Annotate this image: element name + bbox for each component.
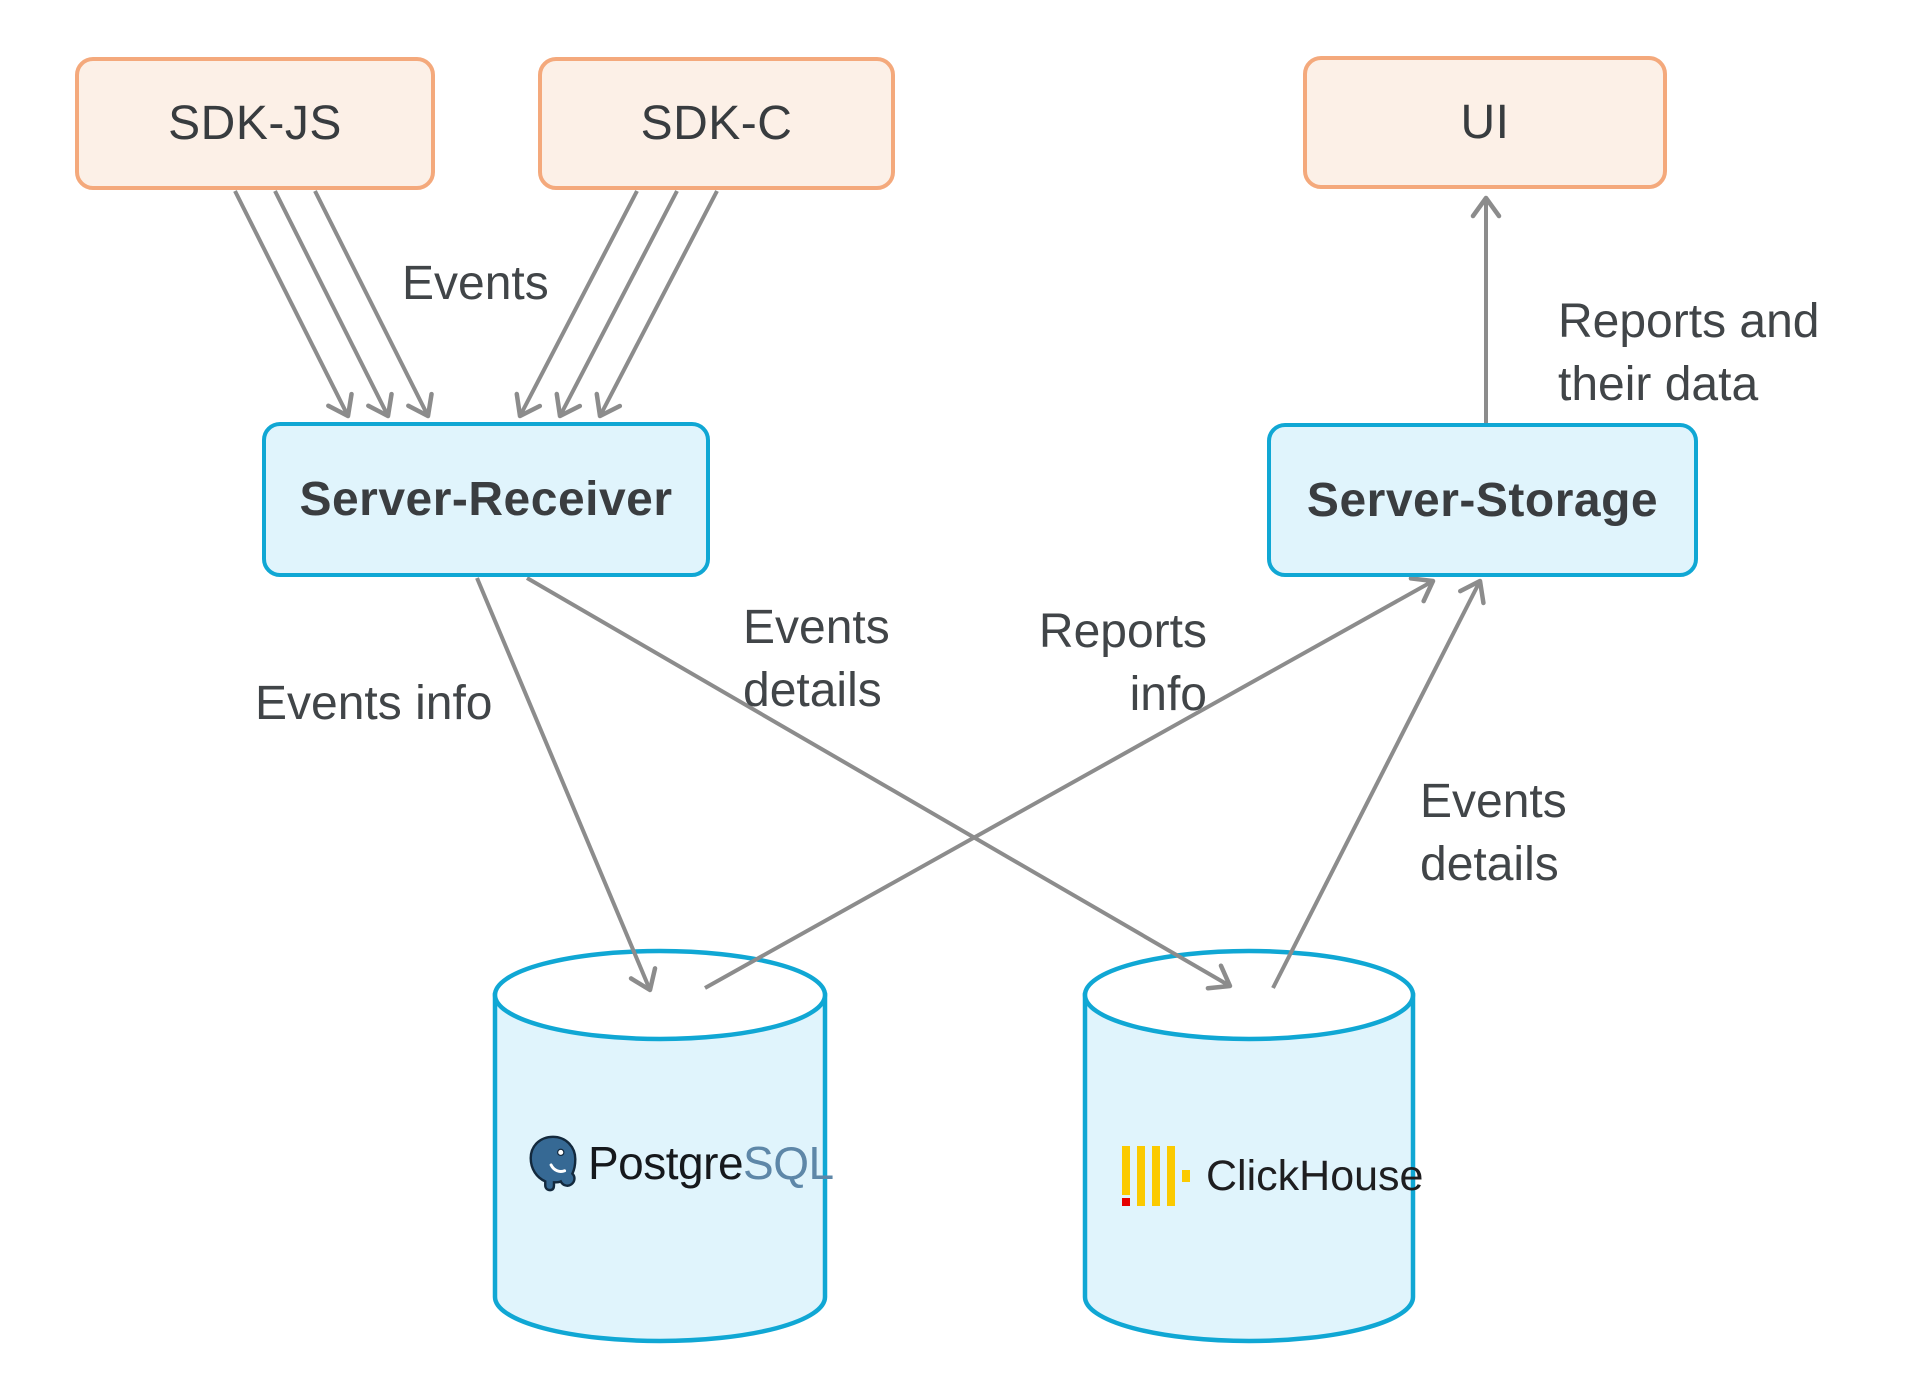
edge-sdkjs-receiver-1 — [233, 190, 354, 419]
edge-label-reports-info: Reports info — [1038, 605, 1207, 722]
edge-postgresql-storage — [704, 576, 1436, 990]
edge-sdkc-receiver-2 — [554, 190, 679, 419]
edge-clickhouse-storage — [1271, 578, 1486, 989]
node-sdk-js: SDK-JS — [75, 57, 435, 190]
edge-label-events-details-storage: Events details — [1420, 775, 1567, 892]
postgresql-logo-text: PostgreSQL — [588, 1136, 834, 1190]
edge-sdkc-receiver-1 — [514, 190, 639, 419]
node-ui-label: UI — [1460, 96, 1510, 149]
postgresql-cylinder — [492, 948, 828, 1344]
edge-receiver-postgresql — [475, 577, 658, 993]
postgresql-logo: PostgreSQL — [522, 1130, 834, 1196]
node-server-storage: Server-Storage — [1267, 423, 1698, 577]
edge-label-reports-and-their-data: Reports and their data — [1558, 295, 1820, 412]
node-sdk-c: SDK-C — [538, 57, 895, 190]
node-sdk-js-label: SDK-JS — [168, 97, 342, 150]
clickhouse-logo: ClickHouse — [1122, 1146, 1423, 1206]
edge-label-events-info: Events info — [255, 677, 493, 730]
node-server-receiver: Server-Receiver — [262, 422, 710, 577]
edge-label-events: Events — [402, 257, 549, 310]
edge-sdkjs-receiver-2 — [273, 190, 394, 419]
clickhouse-logo-text: ClickHouse — [1206, 1151, 1424, 1200]
clickhouse-cylinder — [1082, 948, 1416, 1344]
node-server-receiver-label: Server-Receiver — [299, 473, 673, 526]
edge-receiver-clickhouse — [525, 576, 1233, 991]
node-server-storage-label: Server-Storage — [1306, 473, 1659, 527]
clickhouse-bars-icon — [1122, 1146, 1190, 1206]
edge-sdkc-receiver-3 — [594, 190, 719, 419]
postgresql-text-prefix: Postgre — [588, 1137, 744, 1189]
edge-label-events-details-receiver: Events details — [743, 601, 890, 718]
postgresql-text-suffix: SQL — [743, 1137, 834, 1189]
postgresql-elephant-icon — [529, 1135, 577, 1192]
edge-sdkjs-receiver-3 — [313, 190, 434, 419]
node-sdk-c-label: SDK-C — [640, 97, 793, 150]
node-ui: UI — [1303, 56, 1667, 189]
